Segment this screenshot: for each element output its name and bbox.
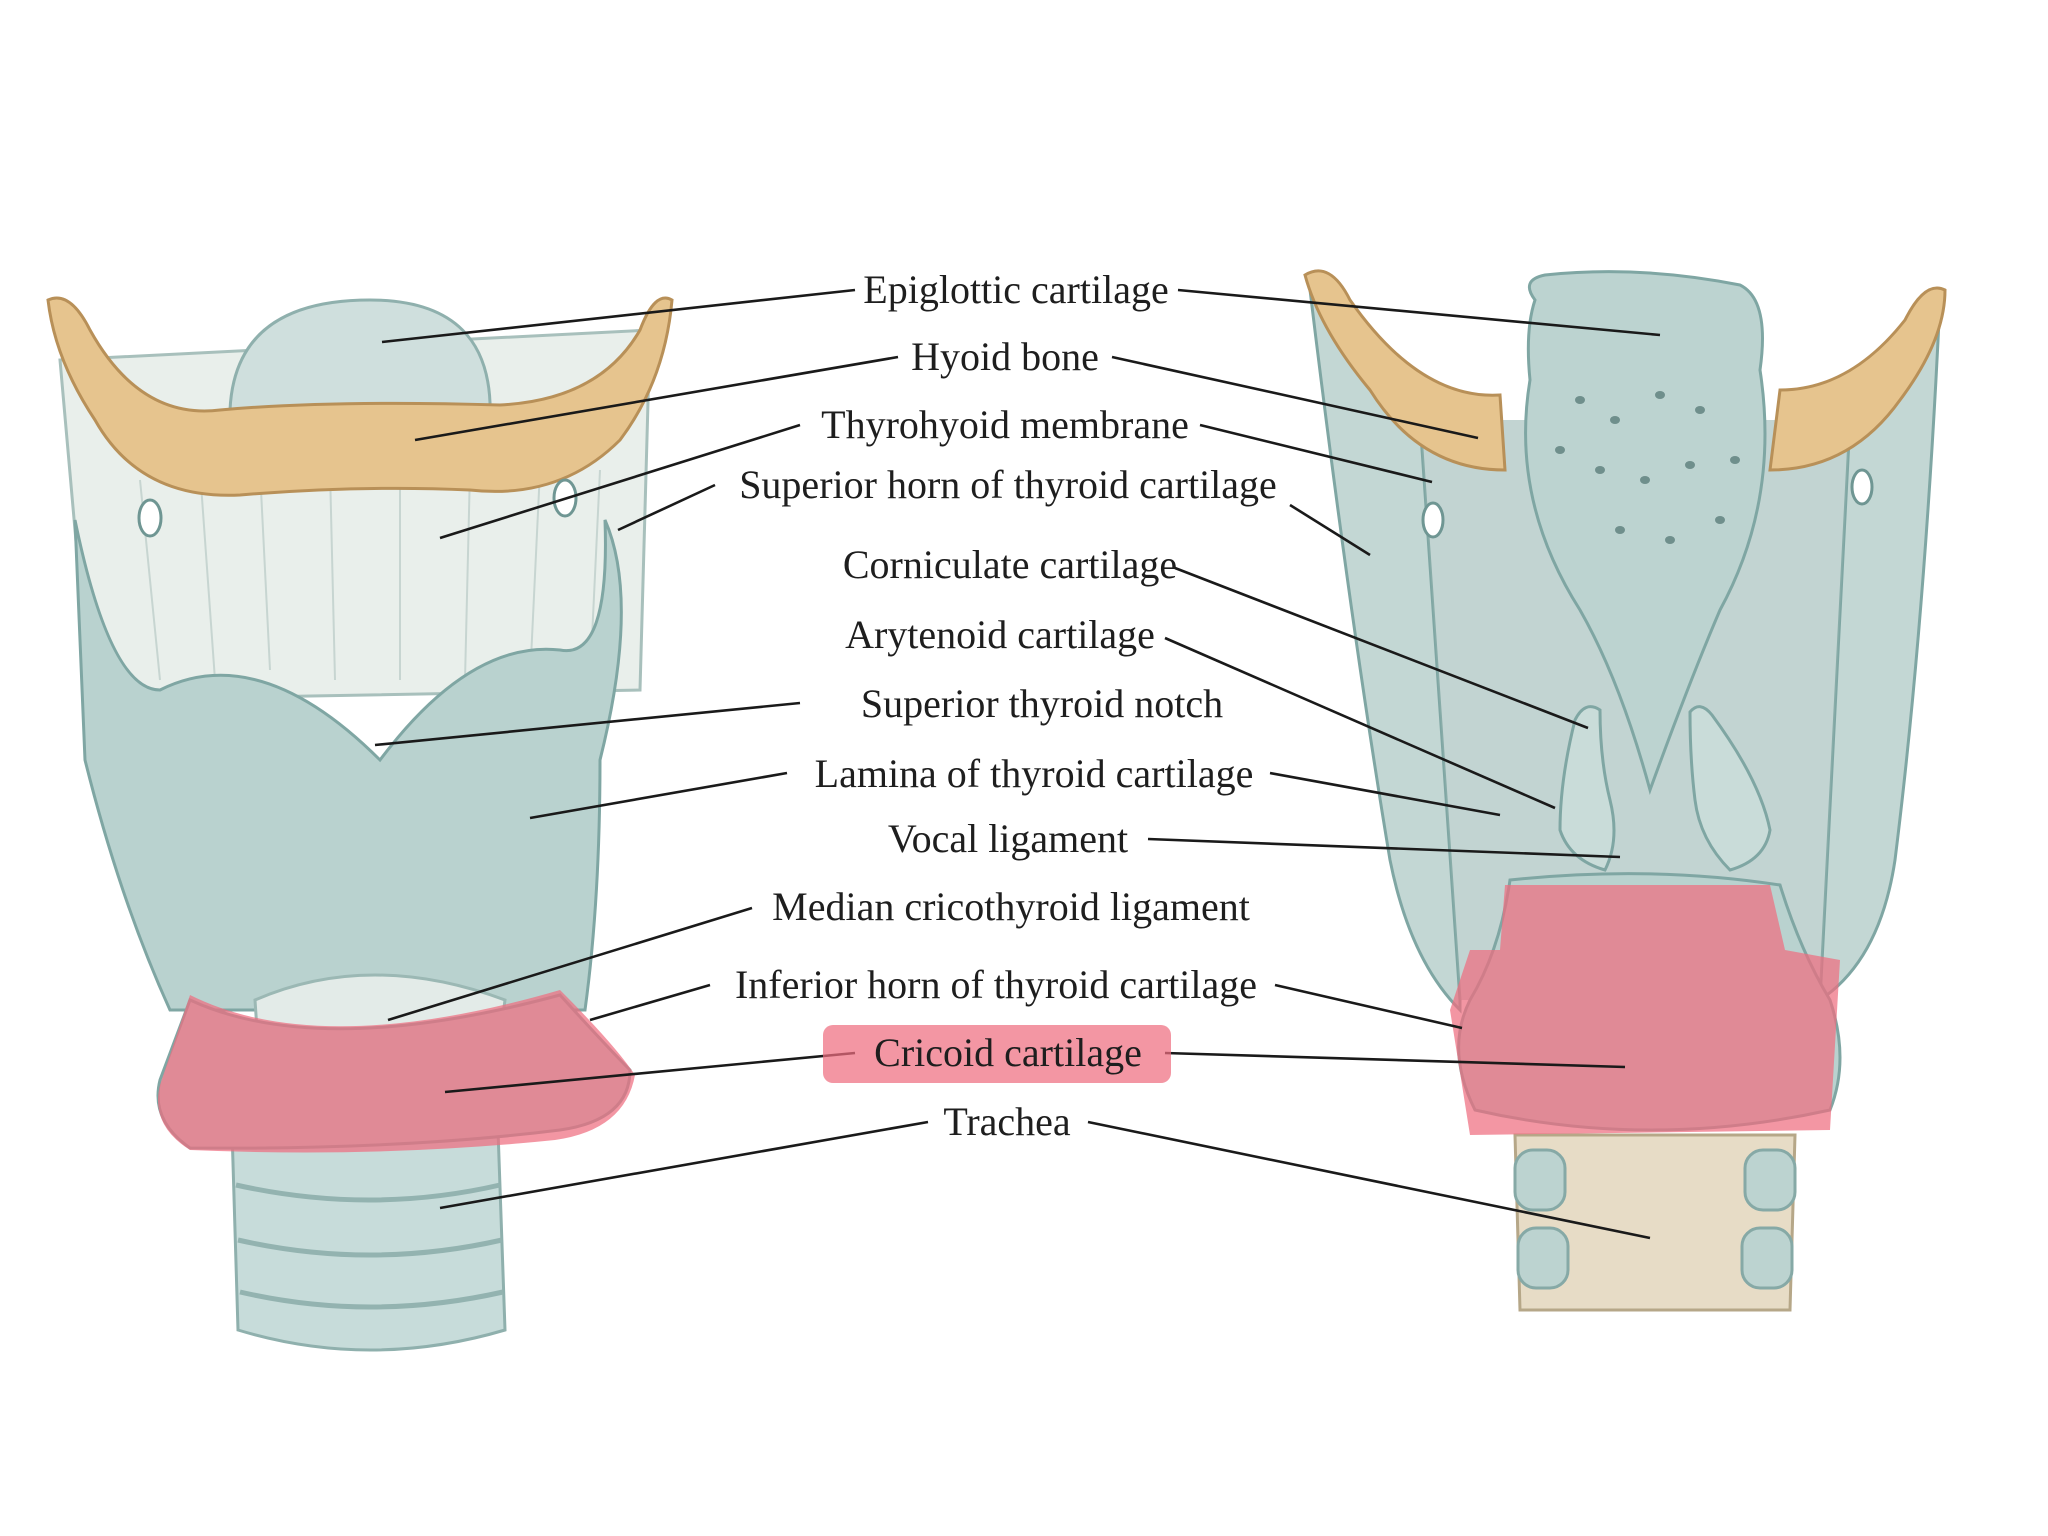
label-lamina-thyroid-cartilage: Lamina of thyroid cartilage <box>815 751 1254 796</box>
label-arytenoid-cartilage: Arytenoid cartilage <box>845 612 1155 657</box>
label-trachea: Trachea <box>943 1099 1071 1144</box>
anterior-view <box>48 298 672 1350</box>
label-inferior-horn: Inferior horn of thyroid cartilage <box>735 962 1257 1007</box>
label-thyrohyoid-membrane: Thyrohyoid membrane <box>821 402 1189 447</box>
thyroid-foramen-left <box>139 500 161 536</box>
label-cricoid-cartilage: Cricoid cartilage <box>874 1030 1142 1075</box>
label-superior-horn: Superior horn of thyroid cartilage <box>739 462 1277 507</box>
label-vocal-ligament: Vocal ligament <box>888 816 1128 861</box>
posterior-foramen-right <box>1852 470 1872 504</box>
anterior-epiglottis <box>230 300 490 420</box>
label-corniculate-cartilage: Corniculate cartilage <box>843 542 1177 587</box>
posterior-foramen-left <box>1423 503 1443 537</box>
label-hyoid-bone: Hyoid bone <box>911 334 1099 379</box>
label-superior-thyroid-notch: Superior thyroid notch <box>861 681 1223 726</box>
label-epiglottic-cartilage: Epiglottic cartilage <box>863 267 1168 312</box>
labels: Epiglottic cartilage Hyoid bone Thyrohyo… <box>735 267 1277 1144</box>
anterior-trachea <box>232 1130 505 1350</box>
posterior-trachea <box>1515 1135 1795 1310</box>
label-median-cricothyroid-ligament: Median cricothyroid ligament <box>772 884 1250 929</box>
posterior-view <box>1305 271 1945 1310</box>
